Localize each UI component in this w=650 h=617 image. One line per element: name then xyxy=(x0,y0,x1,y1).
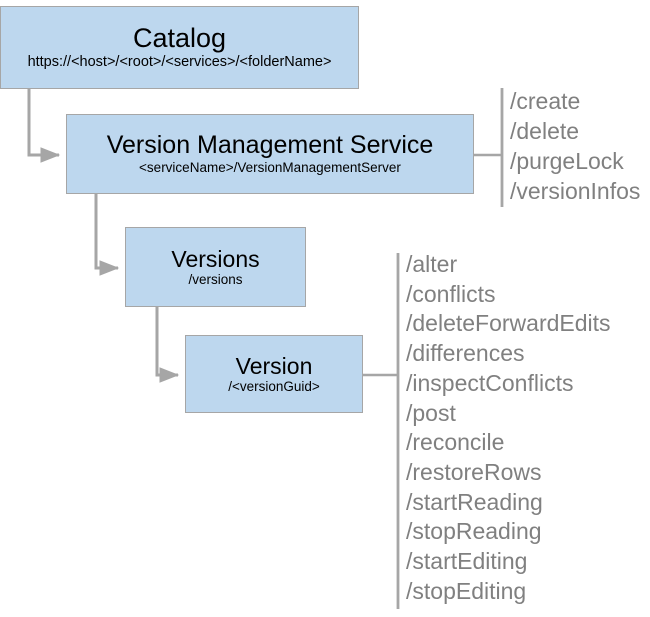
operation-item[interactable]: /post xyxy=(406,399,456,426)
node-versions[interactable]: Versions /versions xyxy=(125,227,306,307)
node-versions-subtitle: /versions xyxy=(188,271,243,287)
operation-item[interactable]: /delete xyxy=(510,118,580,144)
node-version-management-service[interactable]: Version Management Service <serviceName>… xyxy=(66,114,474,194)
operation-item[interactable]: /create xyxy=(510,88,581,114)
operation-item[interactable]: /differences xyxy=(406,340,525,367)
edge-versions-to-version xyxy=(155,307,180,383)
operation-list-version: /alter /conflicts /deleteForwardEdits /d… xyxy=(406,250,611,606)
node-versions-title: Versions xyxy=(171,245,260,272)
operation-item[interactable]: /deleteForwardEdits xyxy=(406,310,611,337)
operation-item[interactable]: /versionInfos xyxy=(510,178,641,204)
operation-list-version-management-service: /create /delete /purgeLock /versionInfos xyxy=(510,86,640,206)
node-catalog-subtitle: https://<host>/<root>/<services>/<folder… xyxy=(27,53,332,70)
edge-vms-to-versions xyxy=(94,194,120,276)
node-version-subtitle: /<versionGuid> xyxy=(228,378,320,394)
operation-item[interactable]: /reconcile xyxy=(406,429,505,456)
operation-item[interactable]: /alter xyxy=(406,251,458,277)
node-catalog[interactable]: Catalog https://<host>/<root>/<services>… xyxy=(0,6,359,89)
operation-item[interactable]: /restoreRows xyxy=(406,458,542,485)
operation-item[interactable]: /stopReading xyxy=(406,518,542,545)
edge-catalog-to-vms xyxy=(27,89,61,163)
operation-item[interactable]: /conflicts xyxy=(406,280,496,307)
bracket-vms-operations xyxy=(474,88,504,207)
operation-item[interactable]: /inspectConflicts xyxy=(406,369,574,396)
node-version-management-service-title: Version Management Service xyxy=(106,131,434,160)
bracket-version-operations xyxy=(363,253,400,609)
node-version-management-service-subtitle: <serviceName>/VersionManagementServer xyxy=(139,159,401,175)
node-version-title: Version xyxy=(235,352,313,379)
node-version[interactable]: Version /<versionGuid> xyxy=(185,335,363,413)
operation-item[interactable]: /stopEditing xyxy=(406,577,527,604)
operation-item[interactable]: /purgeLock xyxy=(510,148,624,174)
operation-item[interactable]: /startEditing xyxy=(406,548,528,575)
node-catalog-title: Catalog xyxy=(132,23,227,54)
operation-item[interactable]: /startReading xyxy=(406,488,543,515)
